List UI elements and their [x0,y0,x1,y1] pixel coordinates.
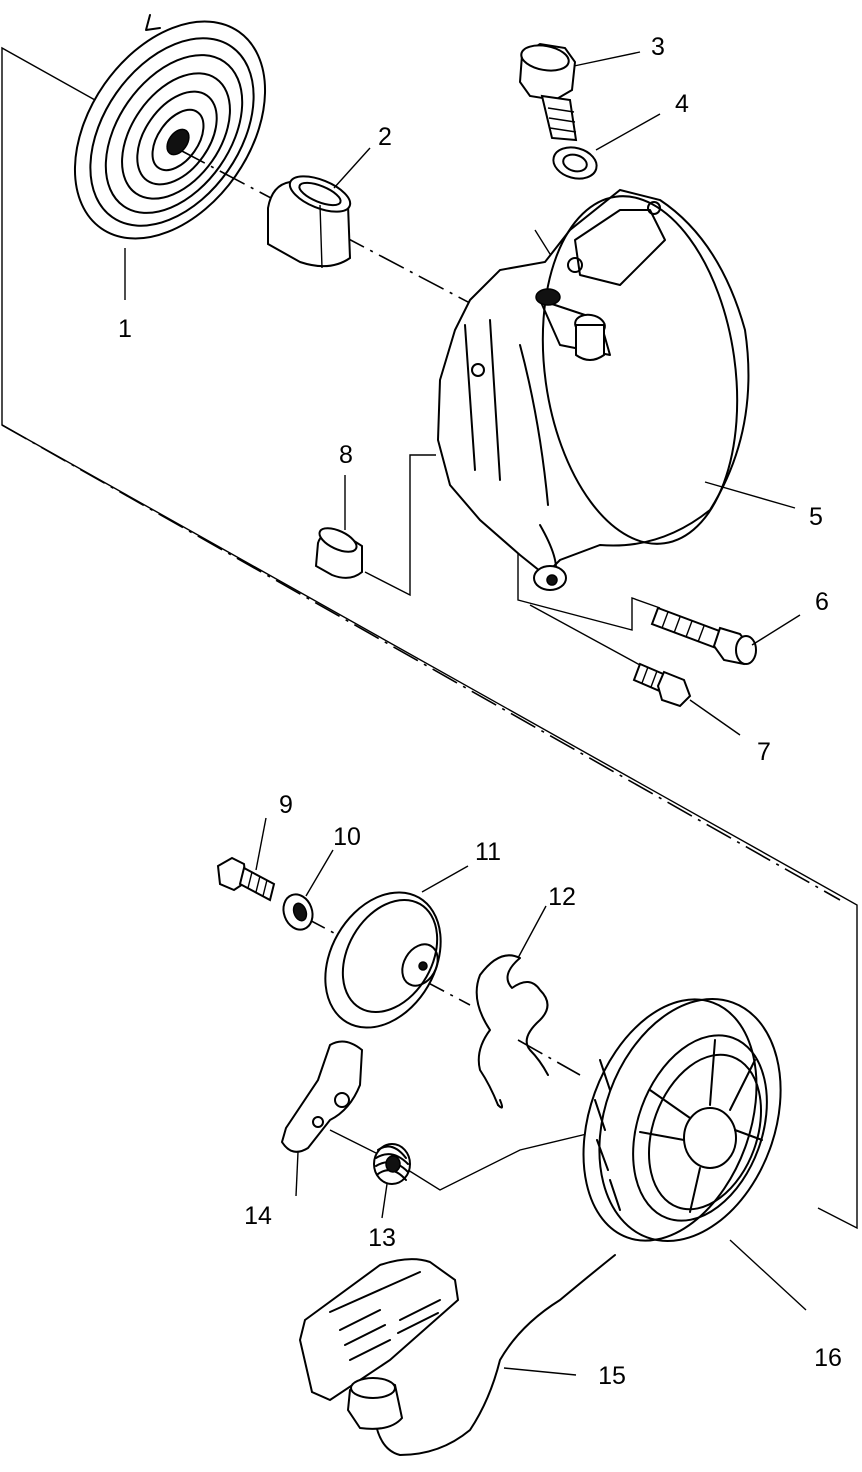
leader-lines [124,51,807,1376]
washer [552,146,598,180]
flange-bolt [216,856,276,902]
long-bolt [650,606,757,666]
callout-4: 4 [675,90,689,118]
callout-3: 3 [651,33,665,61]
recoil-spring [73,14,267,240]
wire-spring [475,954,549,1109]
callout-16: 16 [814,1344,842,1372]
pawl [280,1040,364,1153]
rope-pulley [582,997,782,1243]
short-bolt [632,662,692,708]
callout-15: 15 [598,1362,626,1390]
callout-1: 1 [118,315,132,343]
callout-8: 8 [339,441,353,469]
callout-5: 5 [809,503,823,531]
bushing [267,175,352,269]
assembly-outline [1,46,858,1230]
starter-housing [436,188,750,591]
callout-9: 9 [279,791,293,819]
callout-10: 10 [333,823,361,851]
callout-6: 6 [815,588,829,616]
starter-rope-handle [298,1254,616,1456]
friction-plate [324,891,442,1029]
top-bolt [518,42,578,142]
small-washer [282,893,314,931]
callout-labels: 1 2 3 4 5 6 7 8 9 10 11 12 13 14 15 16 [118,33,842,1390]
callout-2: 2 [378,123,392,151]
callout-11: 11 [475,838,501,866]
coil-spring [373,1143,411,1185]
callout-7: 7 [757,738,771,766]
callout-12: 12 [548,883,576,911]
callout-14: 14 [244,1202,272,1230]
collar [314,527,363,579]
callout-13: 13 [368,1224,396,1252]
